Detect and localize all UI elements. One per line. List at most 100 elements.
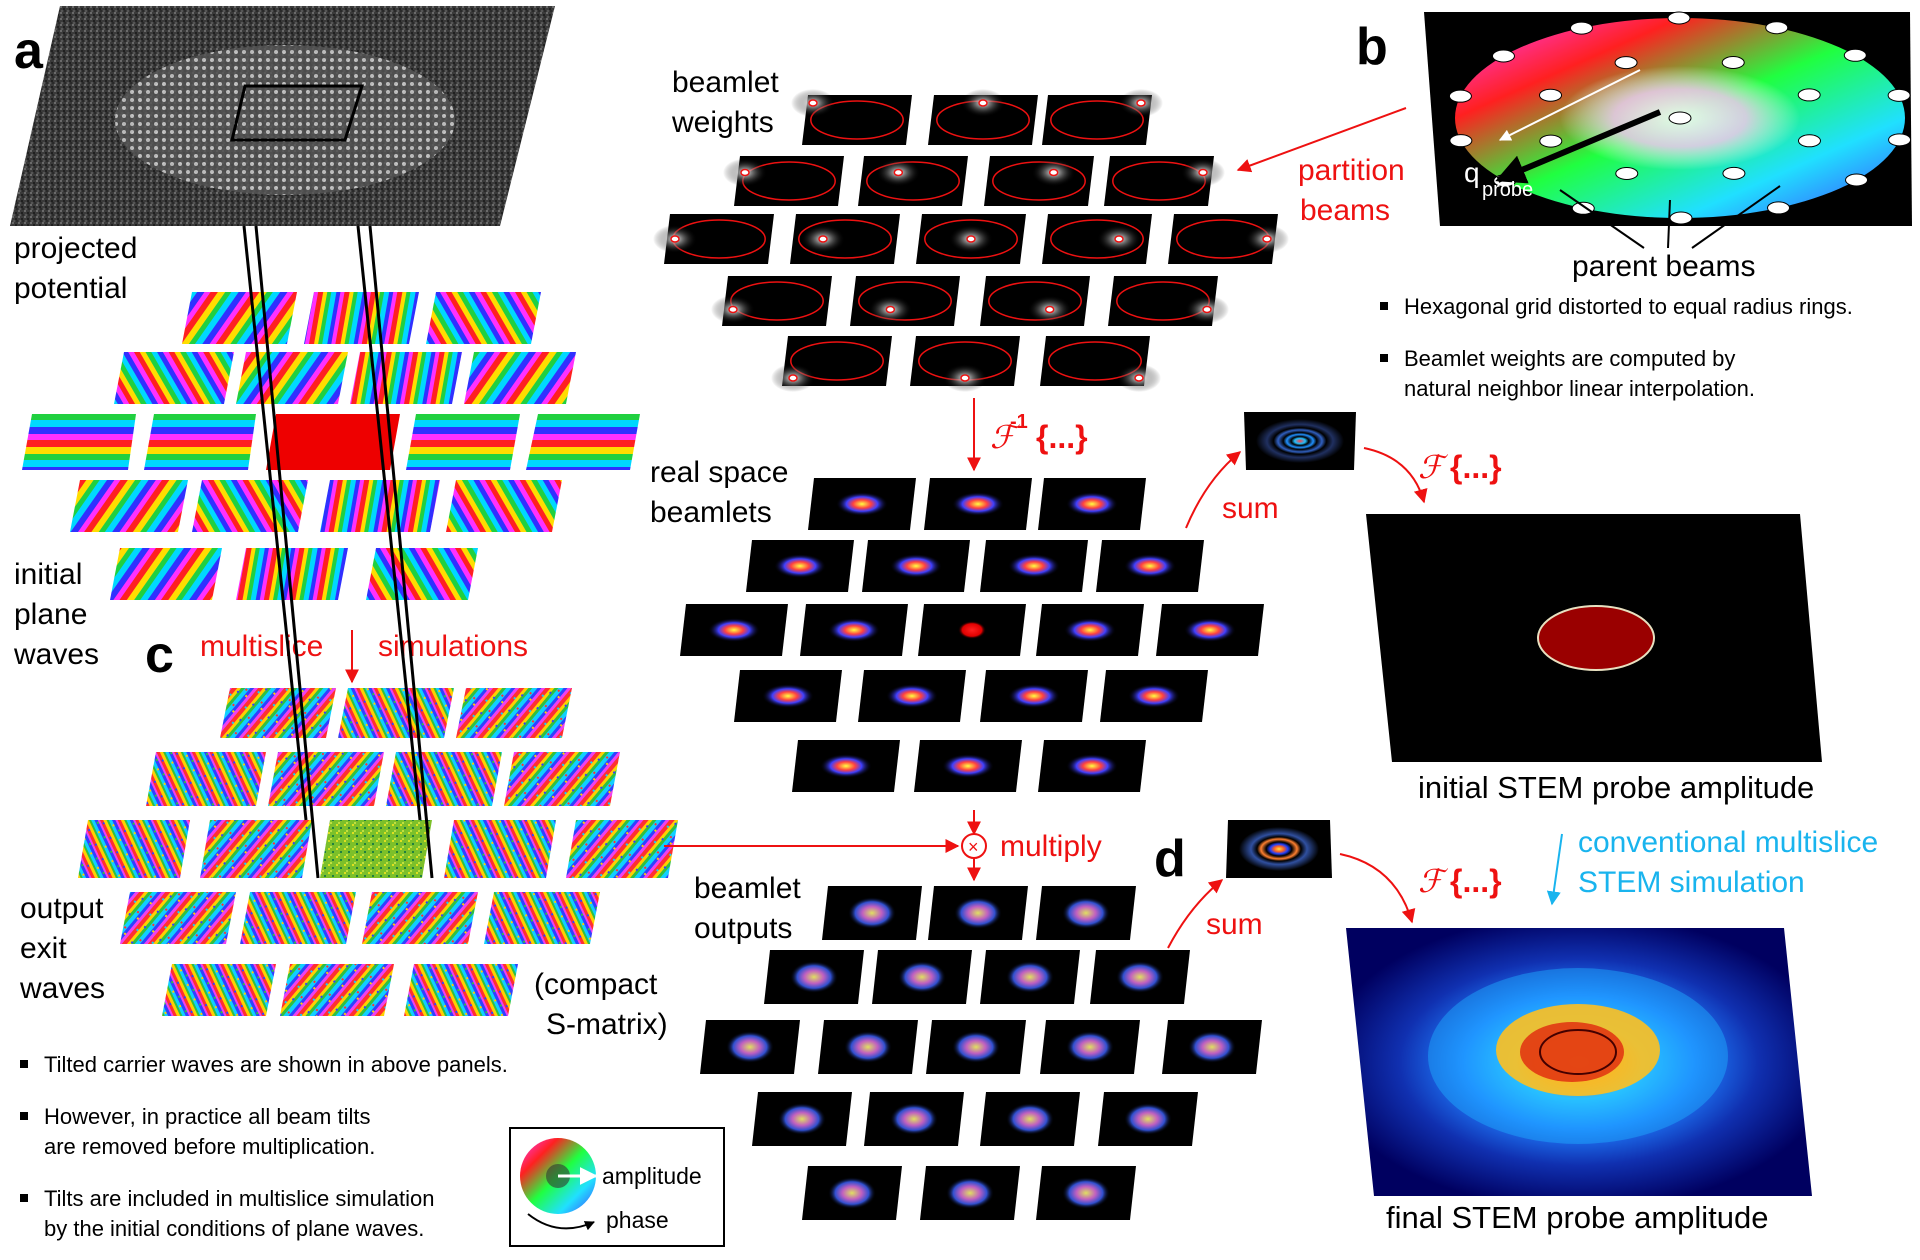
legend-phase: phase xyxy=(606,1207,669,1233)
real-space-line1: real space xyxy=(650,456,788,489)
aperture-outline xyxy=(1050,100,1144,140)
initial-label-line1: initial xyxy=(14,558,82,591)
final-probe-label: final STEM probe amplitude xyxy=(1386,1200,1769,1235)
center-plane-wave xyxy=(266,414,400,470)
bullet-c-2-line2: are removed before multiplication. xyxy=(44,1134,375,1159)
real-space-beamlets-grid xyxy=(680,478,1264,792)
parent-beam-dot xyxy=(1765,21,1789,35)
parent-beam-dot xyxy=(1888,133,1912,147)
beamlet-outputs-line1: beamlet xyxy=(694,872,801,905)
beam-marker xyxy=(885,305,896,314)
ft-symbol-top: ℱ xyxy=(1418,448,1449,486)
projection-lines xyxy=(242,225,434,879)
bullet-c-2-line1: However, in practice all beam tilts xyxy=(44,1104,370,1129)
parent-beam-dot xyxy=(1571,201,1595,215)
beamlet-weights-line2: weights xyxy=(671,106,774,139)
parent-beam-dot xyxy=(1669,211,1693,225)
parent-beam-dot xyxy=(1722,166,1746,180)
aperture-outline xyxy=(866,161,960,201)
beam-marker xyxy=(670,235,680,243)
q-probe-label: q xyxy=(1464,157,1480,188)
panel-letter-b: b xyxy=(1356,18,1388,76)
panel-letter-d: d xyxy=(1154,830,1186,888)
beam-marker xyxy=(1262,235,1272,243)
projected-label-line1: projected xyxy=(14,232,137,265)
ft-braces-top: {...} xyxy=(1450,449,1502,485)
parent-beams-label: parent beams xyxy=(1572,250,1755,283)
panel-letter-a: a xyxy=(14,22,44,80)
conventional-line2: STEM simulation xyxy=(1578,866,1805,899)
svg-text:×: × xyxy=(968,837,979,857)
aperture-outline xyxy=(810,100,904,140)
q-probe-arrow xyxy=(1495,109,1662,184)
ft-arrow-top xyxy=(1363,447,1428,504)
parent-beam-markers xyxy=(1448,11,1912,225)
ft-symbol-bottom: ℱ xyxy=(1418,862,1449,900)
initial-probe-disk xyxy=(1537,605,1655,671)
aperture-outline xyxy=(924,219,1018,259)
initial-probe-image xyxy=(1366,514,1822,762)
partition-line1: partition xyxy=(1298,154,1405,187)
panel-letter-c: c xyxy=(145,626,174,684)
partition-line2: beams xyxy=(1300,194,1390,227)
aperture-outline xyxy=(1050,219,1144,259)
initial-label-line2: plane xyxy=(14,598,87,631)
real-space-line2: beamlets xyxy=(650,496,772,529)
aperture-outline xyxy=(858,281,952,321)
bullet-b-1-line1: Hexagonal grid distorted to equal radius… xyxy=(1404,294,1853,319)
projected-label-line2: potential xyxy=(14,272,127,305)
output-label-line2: exit xyxy=(20,932,67,965)
parent-beam-dot xyxy=(1449,134,1473,148)
parent-beam-dot xyxy=(1569,21,1593,35)
bullet-c-3-line1: Tilts are included in multislice simulat… xyxy=(44,1186,434,1211)
parent-beam-dot xyxy=(1539,134,1563,148)
color-legend: amplitude phase xyxy=(509,1127,725,1247)
parent-beam-dot xyxy=(1887,88,1911,102)
parent-beam-dot xyxy=(1668,111,1692,125)
weight-tile xyxy=(1168,214,1278,264)
parent-beam-dot xyxy=(1843,48,1867,62)
parent-beam-dot xyxy=(1667,11,1691,25)
bullets-c: Tilted carrier waves are shown in above … xyxy=(20,1052,508,1241)
conventional-line1: conventional multislice xyxy=(1578,826,1878,859)
conventional-arrow xyxy=(1546,833,1563,906)
output-exit-waves-grid xyxy=(78,688,678,1016)
aperture-image xyxy=(1424,11,1912,226)
weight-tile xyxy=(664,214,774,264)
beam-marker xyxy=(960,374,970,382)
parent-beam-dot xyxy=(1491,49,1515,63)
parent-beam-dot xyxy=(1448,89,1472,103)
beamlet-weights-grid xyxy=(653,89,1289,392)
beamlet-outputs-line2: outputs xyxy=(694,912,792,945)
bullet-c-3-line2: by the initial conditions of plane waves… xyxy=(44,1216,424,1241)
center-exit-wave xyxy=(320,820,432,878)
beam-marker xyxy=(808,99,818,107)
beam-marker xyxy=(1114,235,1124,243)
beam-marker xyxy=(788,374,798,382)
aperture-outline xyxy=(790,341,884,381)
beam-marker xyxy=(1044,305,1055,314)
sum-arrow-bottom xyxy=(1167,879,1224,949)
weight-tile xyxy=(928,95,1038,145)
output-label-line1: output xyxy=(20,892,104,925)
sum-label-bottom: sum xyxy=(1206,908,1263,941)
beam-marker xyxy=(728,305,738,314)
projected-potential-image xyxy=(10,6,555,226)
sum-arrow-top xyxy=(1185,451,1242,529)
parent-beam-dot xyxy=(1615,166,1639,180)
aperture-outline xyxy=(798,219,892,259)
beam-marker xyxy=(818,235,828,243)
parent-beam-dot xyxy=(1797,88,1821,102)
compact-smatrix-line1: (compact xyxy=(534,968,658,1001)
parent-beam-dot xyxy=(1614,56,1638,70)
beam-marker xyxy=(893,168,904,177)
beam-marker xyxy=(1136,99,1146,107)
beam-marker xyxy=(1198,168,1208,177)
beamlet-outputs-grid xyxy=(700,886,1262,1220)
bullet-c-1-line1: Tilted carrier waves are shown in above … xyxy=(44,1052,508,1077)
ft-arrow-bottom xyxy=(1339,853,1416,924)
crop-box xyxy=(230,84,365,142)
aperture-outline xyxy=(1048,341,1142,381)
beam-marker xyxy=(978,99,988,107)
